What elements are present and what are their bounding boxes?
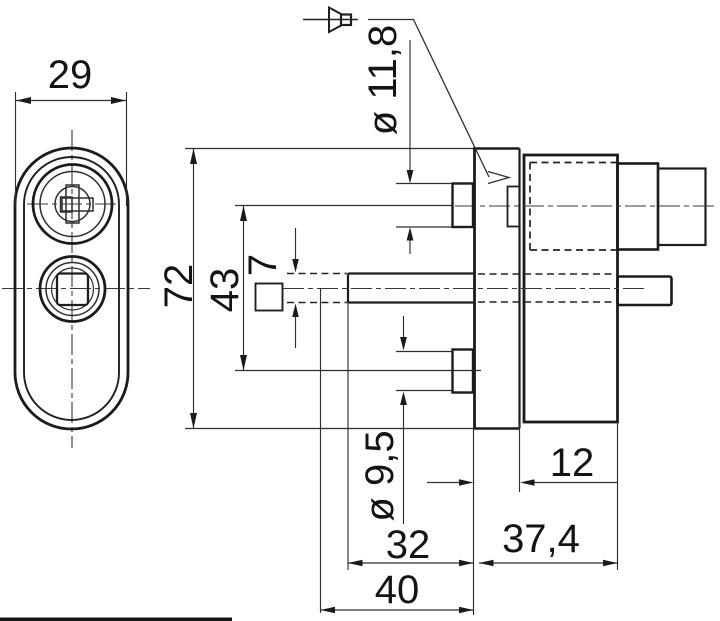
dim-32: 32 <box>348 523 474 567</box>
key-slot-horizontal <box>61 197 94 212</box>
dim-12: 12 <box>427 441 618 486</box>
arrowhead-up-icon <box>240 205 247 221</box>
lower-hub-outer-circle <box>38 255 107 323</box>
dim-43-label: 43 <box>203 268 247 313</box>
arrowhead-right-icon <box>459 606 474 614</box>
dim-72-label: 72 <box>157 264 201 309</box>
upper-pin-head <box>451 182 475 229</box>
upper-cylinder-ring <box>39 170 106 238</box>
arrowhead-down-icon <box>240 355 247 371</box>
bottom-extension-lines <box>319 288 619 615</box>
dim-40: 40 <box>320 568 474 614</box>
upper-cylinder-outer-circle <box>31 163 114 245</box>
rear-shaft-tail <box>616 275 673 307</box>
arrowhead-down-icon <box>400 337 407 351</box>
arrowhead-left-icon <box>16 97 31 104</box>
front-outer-outline <box>13 146 130 431</box>
dim-72: 72 <box>157 148 201 429</box>
upper-cylinder-core-circle <box>54 185 91 223</box>
dim-dia-9-5: ø 9,5 <box>358 316 407 524</box>
square-section-symbol <box>254 282 284 312</box>
marking-symbol <box>303 5 512 185</box>
body-section-3 <box>656 167 707 247</box>
lower-hub-bore-circle <box>50 267 95 311</box>
open-arrowhead-icon <box>487 170 512 185</box>
arrowhead-down-icon <box>406 170 414 184</box>
dim-32-label: 32 <box>386 523 431 567</box>
front-view <box>2 130 150 448</box>
front-inner-outline <box>23 156 120 421</box>
arrowhead-right-icon <box>603 559 618 567</box>
arrowhead-down-icon <box>190 413 197 429</box>
arrowhead-left-icon <box>348 559 363 567</box>
arrowhead-right-icon <box>111 97 126 104</box>
arrowhead-right-icon <box>459 559 474 567</box>
cone-tip-square-icon <box>339 13 353 27</box>
upper-pin-through-hole <box>506 185 521 228</box>
dim-dia-9-5-label: ø 9,5 <box>358 430 402 521</box>
dim-12-label: 12 <box>550 441 595 485</box>
lower-pin-head <box>451 348 475 394</box>
arrowhead-up-icon <box>406 227 414 241</box>
dim-7-label: 7 <box>241 254 285 276</box>
arrowhead-right-icon <box>459 479 474 486</box>
dim-43: 43 <box>203 205 247 371</box>
dim-29: 29 <box>14 53 128 206</box>
arrowhead-down-icon <box>292 259 299 273</box>
lower-hub-ring <box>45 261 100 317</box>
arrowhead-up-icon <box>400 391 407 405</box>
key-slot-vertical <box>65 184 80 224</box>
dim-dia-11-8: ø 11,8 <box>361 25 414 254</box>
leader-line <box>368 18 490 178</box>
dim-dia-11-8-label: ø 11,8 <box>361 25 405 135</box>
scan-edge-artifact <box>0 617 232 621</box>
arrowhead-left-icon <box>320 606 335 614</box>
dim-40-label: 40 <box>375 568 420 612</box>
dim-29-label: 29 <box>48 53 93 97</box>
arrowhead-up-icon <box>292 303 299 317</box>
arrowhead-left-icon <box>520 479 535 486</box>
arrowhead-left-icon <box>479 559 494 567</box>
square-spindle-hole <box>55 272 90 307</box>
key-slot-nub <box>59 196 73 213</box>
dim-37-4: 37,4 <box>479 517 618 567</box>
dim-37-4-label: 37,4 <box>502 517 580 561</box>
dim-7: 7 <box>241 228 299 348</box>
arrowhead-up-icon <box>190 148 197 164</box>
side-view <box>185 147 718 430</box>
